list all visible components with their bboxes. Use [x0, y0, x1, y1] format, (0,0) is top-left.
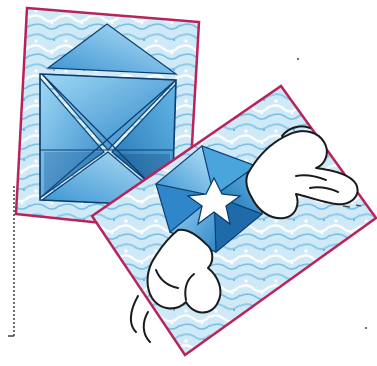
guide-line — [8, 186, 14, 336]
